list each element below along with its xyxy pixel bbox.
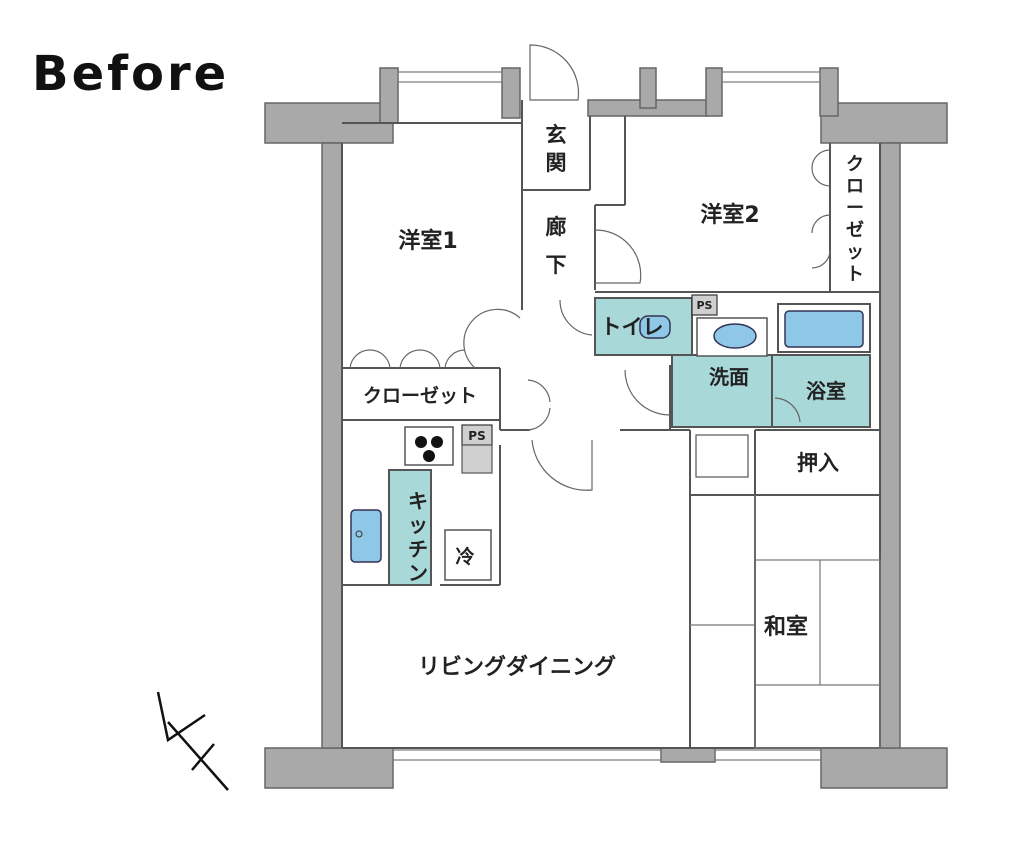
room-label-genkan-1: 玄: [546, 123, 567, 147]
closet-right-char-2: ロ: [846, 176, 864, 197]
entrance-door-swing: [529, 44, 580, 101]
closet-door-3: [399, 349, 421, 369]
burner-icon-1: [415, 436, 427, 448]
closet-right-char-5: ッ: [846, 242, 864, 263]
kitchen-char-2: ッ: [408, 513, 428, 537]
pillar-top-d: [705, 67, 723, 117]
closet-right-char-3: ー: [846, 198, 864, 219]
room2-door: [594, 229, 642, 284]
ps-label-bath: PS: [697, 299, 713, 312]
room-label-closet-left: クローゼット: [363, 384, 477, 407]
room-label-roka-2: 下: [546, 253, 567, 277]
toilet-door: [559, 299, 593, 336]
tatami-frame: [754, 559, 881, 749]
pillar-top-c: [639, 67, 657, 109]
room-label-toilet: トイレ: [601, 315, 664, 339]
north-arrow-icon: [156, 691, 229, 791]
closet-right-char-1: ク: [846, 154, 864, 175]
page-title: Before: [32, 46, 229, 102]
pillar-top-a: [379, 67, 399, 124]
window-bottom-left: [392, 749, 662, 761]
senmen-door: [624, 369, 671, 416]
sink-drain-icon: [355, 530, 363, 538]
pillar-bottom-right: [820, 747, 948, 789]
room-label-roka-1: 廊: [546, 215, 567, 239]
closet-r-door-4: [811, 249, 831, 269]
sink-icon: [350, 509, 382, 563]
room-label-genkan-2: 関: [546, 151, 567, 175]
closet-door-1: [349, 349, 371, 369]
room-label-washitsu: 和室: [764, 614, 808, 640]
room-label-oshiire: 押入: [797, 451, 839, 475]
kitchen-char-4: ン: [408, 561, 428, 585]
wall-left: [321, 142, 343, 749]
ps-label-kitchen: PS: [468, 429, 485, 443]
corridor-closet-door-a: [527, 379, 551, 403]
window-bottom-right: [714, 749, 822, 761]
pillar-top-e: [819, 67, 839, 117]
window-top-left: [397, 71, 503, 83]
kitchen-char-1: キ: [408, 489, 428, 513]
room-label-yoshitsu2: 洋室2: [700, 202, 759, 228]
toilet-icon: [639, 315, 671, 339]
kitchen-char-3: チ: [408, 537, 428, 561]
closet-right-char-6: ト: [846, 264, 864, 285]
corridor-closet-door-b: [527, 407, 551, 431]
wall-right: [879, 142, 901, 749]
burner-icon-3: [423, 450, 435, 462]
window-top-right: [721, 71, 821, 83]
closet-r-door-1: [811, 149, 831, 169]
pillar-top-right: [820, 102, 948, 144]
washbasin-icon: [713, 323, 757, 349]
ldk-door: [531, 439, 593, 491]
closet-r-door-2: [811, 167, 831, 187]
closet-door-5: [444, 349, 466, 369]
washer-space: [695, 434, 749, 478]
room-label-ldk: リビングダイニング: [418, 654, 616, 680]
kitchen-counter: [388, 469, 432, 586]
bathtub-icon: [784, 310, 864, 348]
burner-icon-2: [431, 436, 443, 448]
room-label-senmen: 洗面: [709, 365, 749, 389]
room-label-yoshitsu1: 洋室1: [398, 228, 457, 254]
bath-door: [774, 397, 801, 423]
room1-door: [463, 308, 521, 369]
pillar-bottom-left: [264, 747, 394, 789]
pillar-top-b: [501, 67, 521, 119]
pillar-bottom-mid: [660, 747, 716, 763]
senmen-area: [671, 354, 773, 428]
closet-r-door-3: [811, 214, 831, 234]
ps-shaft: [461, 444, 493, 474]
room-label-yokushitsu: 浴室: [806, 379, 846, 403]
fridge-box: [444, 529, 492, 581]
ps-box-bath: [691, 294, 718, 316]
room-label-fridge: 冷: [455, 545, 474, 568]
closet-door-4: [419, 349, 441, 369]
yokushitsu-area: [771, 354, 871, 428]
closet-door-2: [369, 349, 391, 369]
closet-right-char-4: ゼ: [846, 219, 864, 241]
